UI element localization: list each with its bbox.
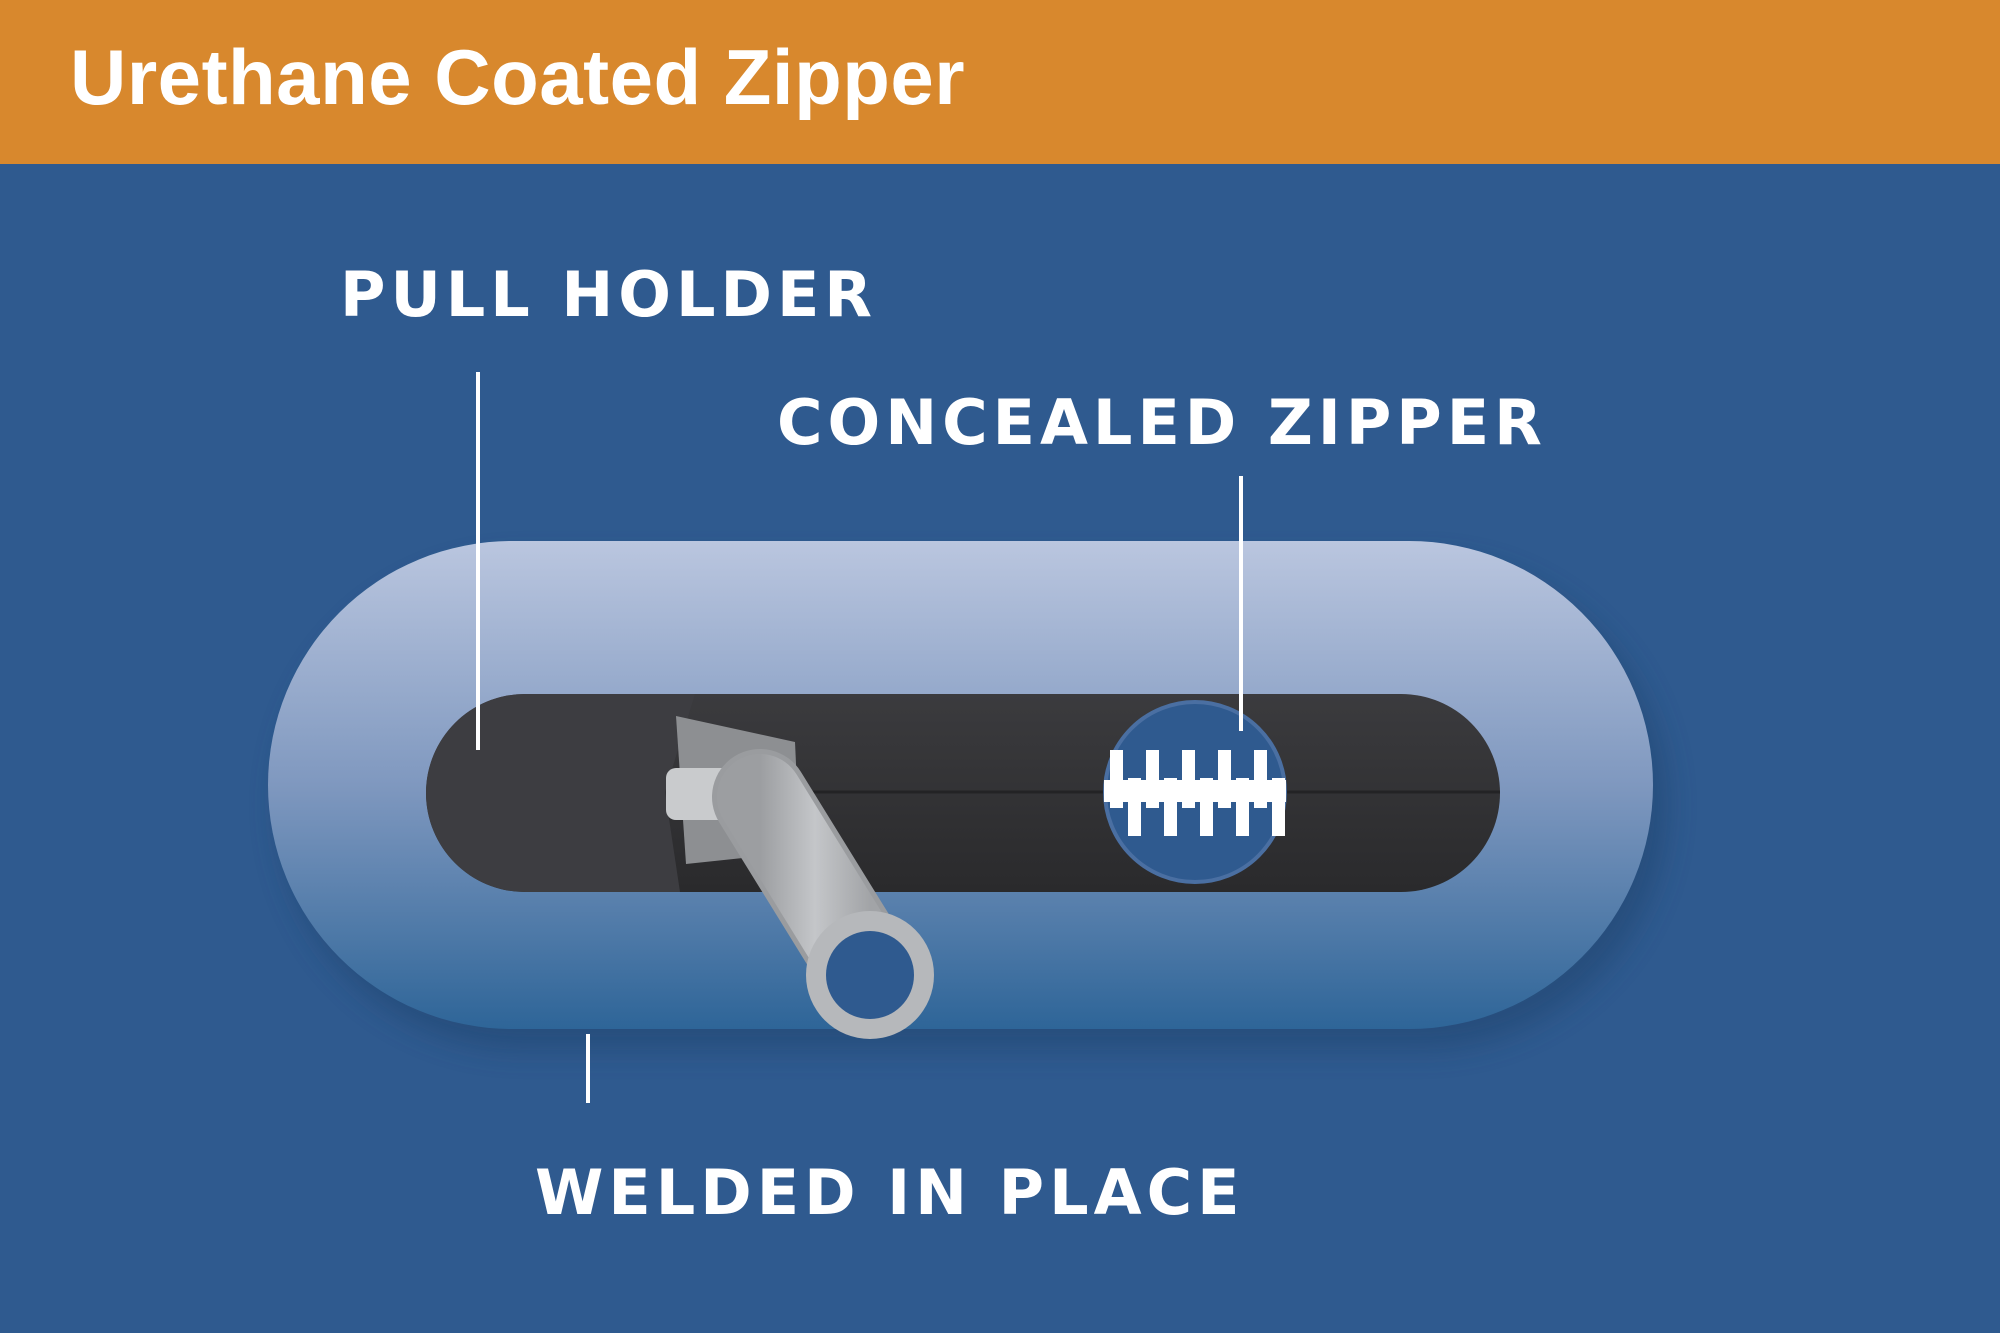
label-welded-in-place: WELDED IN PLACE	[535, 1156, 1245, 1229]
pull-holder	[426, 694, 695, 892]
title-bar: Urethane Coated Zipper	[0, 0, 2000, 164]
label-pull-holder: PULL HOLDER	[340, 258, 878, 331]
page-title: Urethane Coated Zipper	[70, 33, 966, 121]
zipper-tooth-band	[1104, 780, 1286, 802]
zipper-teeth	[1104, 750, 1286, 836]
label-concealed-zipper: CONCEALED ZIPPER	[777, 386, 1547, 459]
pull-tab-hole	[826, 931, 914, 1019]
zipper-pull-tab	[712, 749, 934, 1039]
